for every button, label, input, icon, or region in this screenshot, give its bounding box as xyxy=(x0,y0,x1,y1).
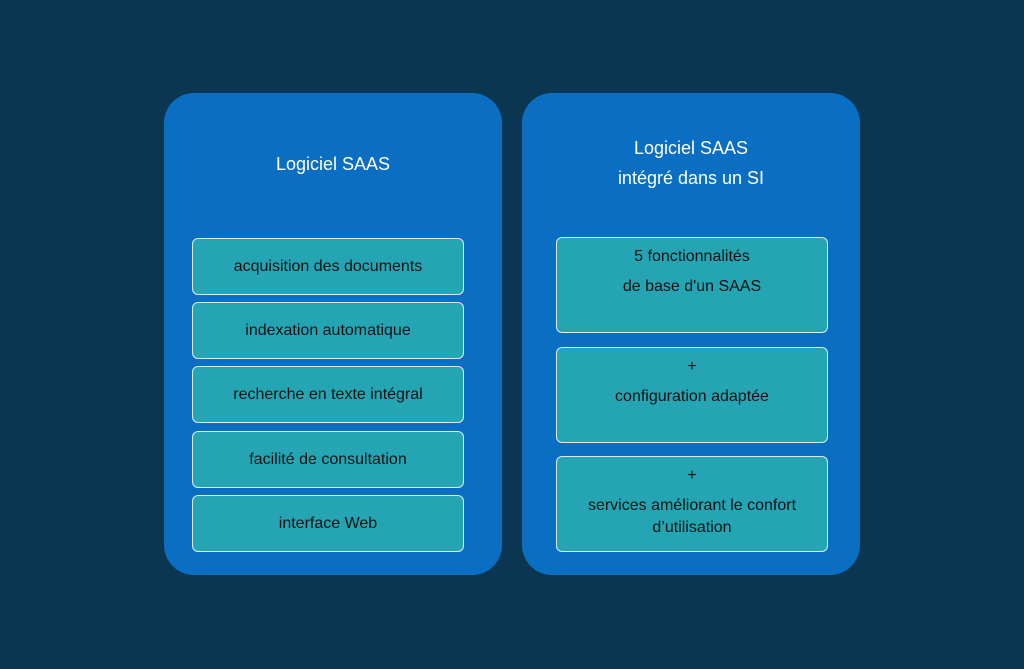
feature-box-indexation: indexation automatique xyxy=(192,302,464,359)
feature-box-interface-web: interface Web xyxy=(192,495,464,552)
feature-box-recherche: recherche en texte intégral xyxy=(192,366,464,423)
block-services: + services améliorant le confort d’utili… xyxy=(556,456,828,552)
right-panel-title: Logiciel SAAS intégré dans un SI xyxy=(617,138,765,188)
left-panel-title: Logiciel SAAS xyxy=(275,154,391,174)
left-panel: Logiciel SAAS acquisition des documents … xyxy=(164,93,502,575)
block-base-features: 5 fonctionnalités de base d'un SAAS xyxy=(556,237,828,333)
block-configuration: + configuration adaptée xyxy=(556,347,828,443)
feature-box-acquisition: acquisition des documents xyxy=(192,238,464,295)
right-panel: Logiciel SAAS intégré dans un SI 5 fonct… xyxy=(522,93,860,575)
feature-box-consultation: facilité de consultation xyxy=(192,431,464,488)
